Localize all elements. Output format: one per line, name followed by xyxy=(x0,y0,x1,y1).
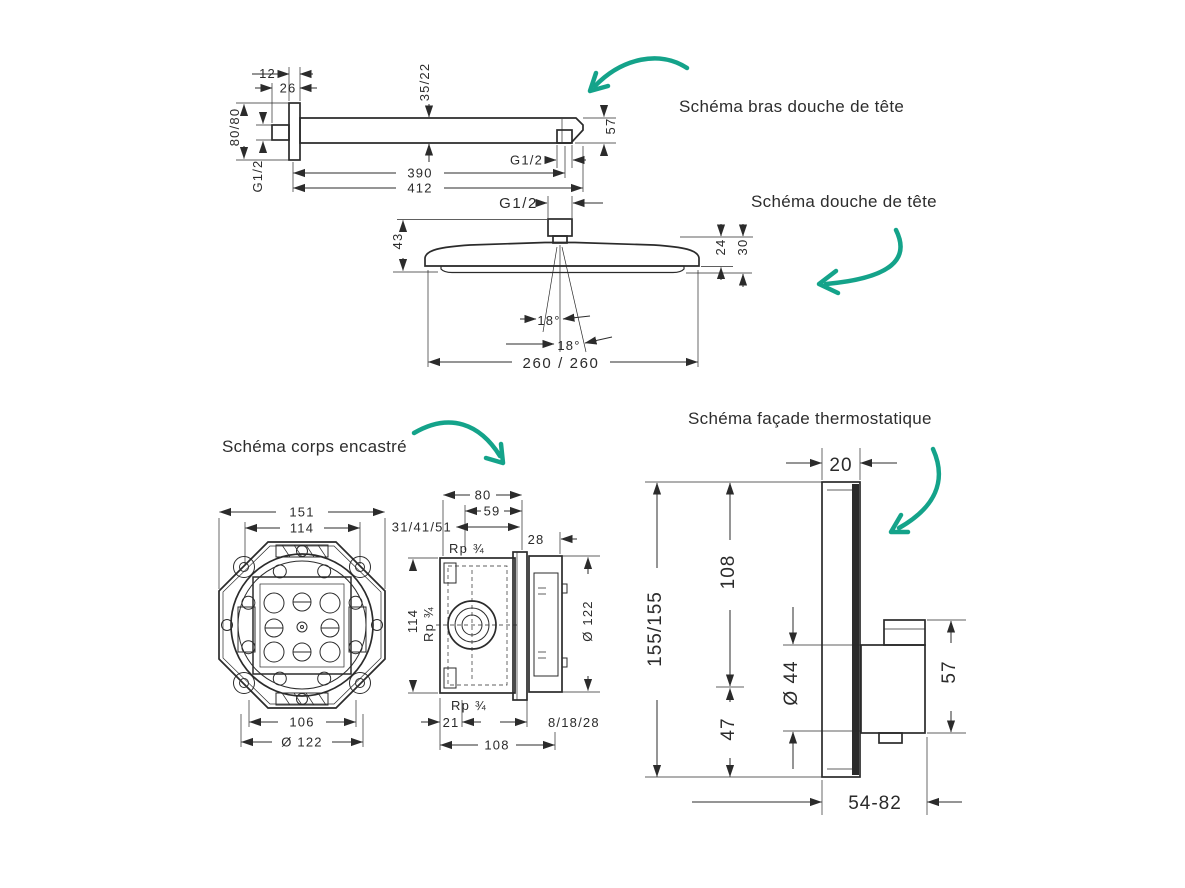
body-function-block xyxy=(252,576,352,675)
dim-head-g12: G1/2 xyxy=(499,195,538,212)
head-spray-face xyxy=(440,265,685,274)
label-arm-schematic: Schéma bras douche de tête xyxy=(679,97,905,116)
dim-side-59: 59 xyxy=(484,504,501,519)
dim-head-24: 24 xyxy=(713,239,728,256)
dim-side-114: 114 xyxy=(405,609,420,633)
dim-facade-108: 108 xyxy=(718,555,739,590)
arm-dimension-lines xyxy=(236,67,616,193)
dim-facade-155: 155/155 xyxy=(645,591,666,667)
dim-side-rp-bot: Rp ¾ xyxy=(451,698,487,713)
dim-arm-35-22: 35/22 xyxy=(417,63,432,102)
dim-head-angle-1: 18° xyxy=(537,313,560,328)
dim-body-114: 114 xyxy=(290,521,314,536)
dim-head-angle-2: 18° xyxy=(557,338,580,353)
head-plate xyxy=(424,241,700,267)
dim-head-260: 260 / 260 xyxy=(523,355,600,372)
dim-arm-390: 390 xyxy=(407,166,432,181)
body-front-drawing xyxy=(218,541,386,709)
facade-handle-notch xyxy=(878,732,903,744)
dim-arm-g12-right: G1/2 xyxy=(510,153,543,168)
dim-body-o122: Ø 122 xyxy=(281,735,322,750)
arrow-to-arm-schematic xyxy=(587,56,690,94)
dim-head-30: 30 xyxy=(735,239,750,256)
dim-body-151: 151 xyxy=(289,505,314,520)
dim-head-43: 43 xyxy=(390,233,405,250)
dim-side-28: 28 xyxy=(528,532,545,547)
arm-wall-plate xyxy=(288,102,301,161)
arm-schematic: 12 26 35/22 80/80 G1/2 57 G1/2 390 412 xyxy=(227,63,618,196)
dim-arm-80-80: 80/80 xyxy=(227,108,242,147)
arrow-to-facade-schematic xyxy=(888,446,942,535)
arrow-to-head-schematic xyxy=(816,227,903,296)
side-housing xyxy=(439,557,516,694)
head-connector xyxy=(547,218,573,237)
dim-side-80: 80 xyxy=(475,488,492,503)
label-head-schematic: Schéma douche de tête xyxy=(751,192,937,211)
dim-arm-57: 57 xyxy=(603,118,618,135)
dim-side-8-18-28: 8/18/28 xyxy=(548,715,600,730)
facade-handle xyxy=(860,644,926,734)
head-schematic: G1/2 43 24 30 18° 18° 260 / 260 xyxy=(390,195,753,372)
dim-arm-26: 26 xyxy=(280,81,297,96)
side-inlet-boss xyxy=(447,600,497,650)
facade-dimension-lines xyxy=(645,448,966,815)
facade-drawing xyxy=(821,481,926,778)
body-side-schematic: 80 59 31/41/51 28 Rp ¾ Rp ¾ Rp ¾ 114 Ø 1… xyxy=(392,488,600,753)
body-front-dimension-lines xyxy=(218,507,386,747)
dim-side-o122: Ø 122 xyxy=(580,600,595,641)
label-body-schematic: Schéma corps encastré xyxy=(222,437,407,456)
facade-schematic: 20 155/155 108 Ø 44 47 57 54-82 xyxy=(645,448,966,815)
head-dimension-lines xyxy=(393,196,753,367)
dim-facade-o44: Ø 44 xyxy=(781,660,802,705)
body-side-drawing xyxy=(436,551,568,701)
dim-side-rp-top: Rp ¾ xyxy=(449,541,485,556)
dim-arm-g12-left: G1/2 xyxy=(250,160,265,193)
body-ring-outer xyxy=(230,553,374,697)
dim-side-108: 108 xyxy=(484,738,509,753)
body-octagon xyxy=(218,541,386,709)
facade-plate xyxy=(821,481,861,778)
label-facade-schematic: Schéma façade thermostatique xyxy=(688,409,932,428)
dim-facade-57: 57 xyxy=(939,660,960,683)
arm-drawing xyxy=(271,102,584,161)
dim-side-21: 21 xyxy=(443,715,460,730)
dim-body-106: 106 xyxy=(289,715,314,730)
dim-side-31-41-51: 31/41/51 xyxy=(392,520,452,535)
arrow-to-body-schematic xyxy=(411,420,506,466)
facade-handle-step xyxy=(883,619,926,646)
body-front-schematic: 151 114 106 Ø 122 xyxy=(218,505,386,750)
arm-outlet-square xyxy=(556,129,573,144)
annotation-arrows xyxy=(411,56,942,535)
side-flange xyxy=(512,551,528,701)
dim-facade-54-82: 54-82 xyxy=(848,793,902,814)
arm-bar xyxy=(299,117,584,144)
dim-arm-12: 12 xyxy=(259,66,276,81)
dim-arm-412: 412 xyxy=(407,181,432,196)
dim-facade-47: 47 xyxy=(718,717,739,740)
dim-facade-20: 20 xyxy=(829,455,852,476)
dim-side-rp-mid: Rp ¾ xyxy=(421,606,436,642)
arm-inlet-connector xyxy=(271,124,290,141)
body-side-dimension-lines xyxy=(408,490,600,750)
head-drawing xyxy=(424,218,700,274)
